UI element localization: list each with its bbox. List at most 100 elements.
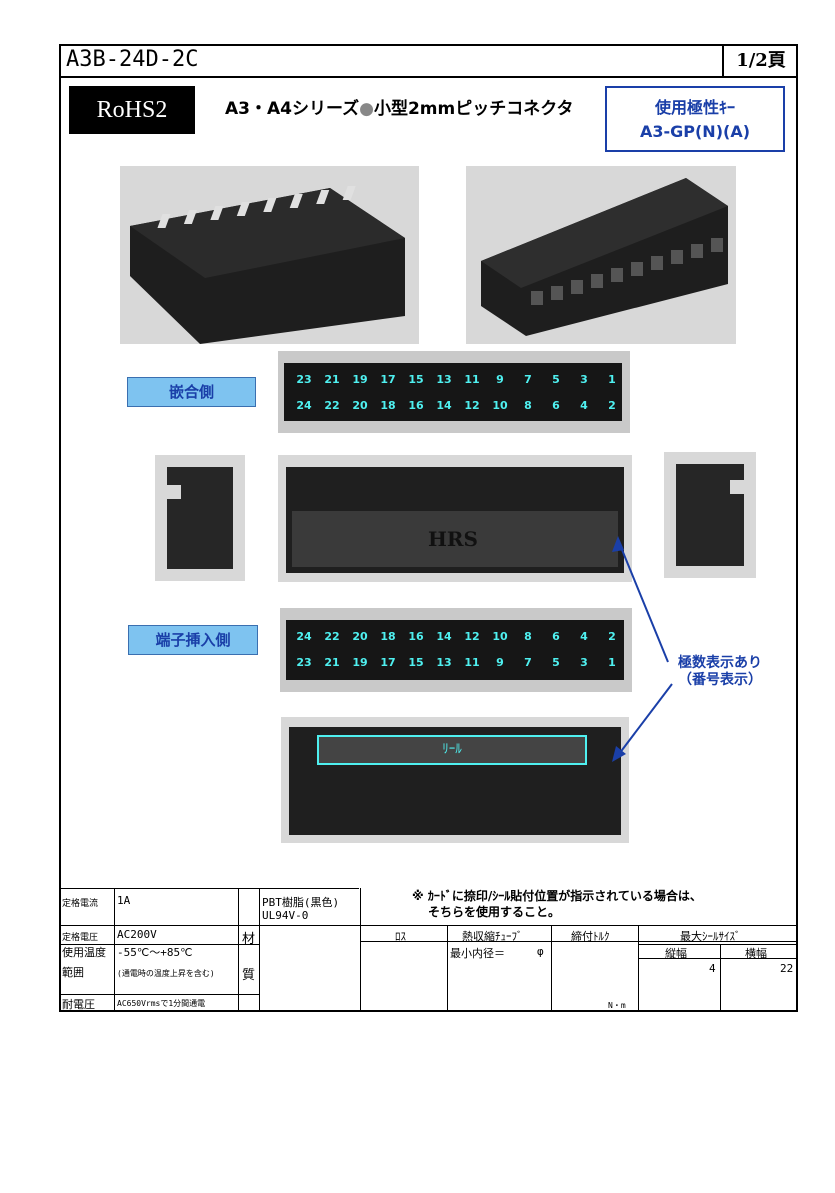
side-view-right-photo bbox=[664, 452, 756, 578]
grid-line bbox=[720, 944, 721, 1010]
tube-header: 熱収縮ﾁｭｰﾌﾞ bbox=[462, 930, 523, 943]
temp-label-2: 範囲 bbox=[62, 966, 84, 979]
polarity-key-label: 使用極性ｷｰ bbox=[654, 98, 735, 117]
drawing-frame bbox=[59, 44, 798, 1012]
pin-number: 13 bbox=[436, 656, 452, 669]
grid-line bbox=[551, 925, 552, 1010]
temp-label-1: 使用温度 bbox=[62, 946, 106, 959]
pin-number: 12 bbox=[464, 399, 480, 412]
pin-number: 24 bbox=[296, 630, 312, 643]
pin-number: 16 bbox=[408, 630, 424, 643]
pin-number: 9 bbox=[496, 656, 504, 669]
pin-number: 6 bbox=[552, 630, 560, 643]
connector-3d-right-image bbox=[481, 178, 728, 336]
pin-number: 20 bbox=[352, 630, 368, 643]
polarity-key-box: 使用極性ｷｰ A3-GP(N)(A) bbox=[605, 86, 785, 152]
polarity-annotation-line1: 極数表示あり bbox=[678, 655, 762, 671]
grid-line bbox=[259, 888, 260, 1010]
pin-number: 21 bbox=[324, 373, 340, 386]
torque-unit: N・m bbox=[608, 1001, 626, 1010]
polarity-annotation-line2: （番号表示） bbox=[678, 672, 762, 688]
pin-number: 1 bbox=[608, 373, 616, 386]
pin-number: 14 bbox=[436, 399, 452, 412]
pin-number: 8 bbox=[524, 630, 532, 643]
pin-number: 4 bbox=[580, 630, 588, 643]
pin-number: 19 bbox=[352, 373, 368, 386]
series-desc: 小型2mmピッチコネクタ bbox=[373, 99, 574, 119]
insert-pins-bottom: 23 21 19 17 15 13 11 9 7 5 3 1 bbox=[290, 656, 626, 669]
series-name: A3・A4シリーズ bbox=[225, 99, 360, 119]
rated-current-value: 1A bbox=[117, 894, 131, 907]
insert-pins-top: 24 22 20 18 16 14 12 10 8 6 4 2 bbox=[290, 630, 626, 643]
grid-line bbox=[238, 888, 239, 1010]
connector-3d-left-image bbox=[130, 186, 405, 344]
tube-min-label: 最小内径＝ bbox=[450, 947, 505, 960]
insertion-side-photo: 24 22 20 18 16 14 12 10 8 6 4 2 23 21 19… bbox=[280, 608, 632, 692]
pin-number: 9 bbox=[496, 373, 504, 386]
sticker-area: ﾘｰﾙ bbox=[317, 735, 587, 765]
insertion-side-label: 端子挿入側 bbox=[128, 625, 258, 655]
title-row bbox=[59, 44, 798, 78]
note-line1: ※ ｶｰﾄﾞに捺印/ｼｰﾙ貼付位置が指示されている場合は、 bbox=[412, 889, 702, 903]
pin-number: 2 bbox=[608, 630, 616, 643]
material-label-2: 質 bbox=[242, 968, 256, 983]
pin-number: 15 bbox=[408, 656, 424, 669]
pin-number: 4 bbox=[580, 399, 588, 412]
pin-number: 14 bbox=[436, 630, 452, 643]
seal-header: 最大ｼｰﾙｻｲｽﾞ bbox=[680, 930, 741, 943]
connector-photo-left bbox=[120, 166, 419, 344]
mating-pins-bottom: 24 22 20 18 16 14 12 10 8 6 4 2 bbox=[290, 399, 626, 412]
arrow-line-upper bbox=[617, 539, 669, 663]
pin-number: 12 bbox=[464, 630, 480, 643]
rohs-badge: RoHS2 bbox=[69, 86, 195, 134]
pin-number: 16 bbox=[408, 399, 424, 412]
hrs-logo: HRS bbox=[428, 527, 478, 551]
pin-number: 6 bbox=[552, 399, 560, 412]
note-line2: そちらを使用すること。 bbox=[428, 905, 561, 919]
pin-number: 8 bbox=[524, 399, 532, 412]
grid-line bbox=[361, 941, 798, 942]
pin-number: 17 bbox=[380, 373, 396, 386]
seal-width-label: 横幅 bbox=[745, 947, 767, 960]
bullet-icon: ● bbox=[359, 99, 374, 119]
grid-line bbox=[59, 944, 259, 945]
seal-width-value: 22 bbox=[780, 962, 794, 975]
withstand-label: 耐電圧 bbox=[62, 998, 95, 1011]
grid-line bbox=[447, 925, 448, 1010]
tube-phi: φ bbox=[537, 945, 544, 958]
pin-number: 18 bbox=[380, 630, 396, 643]
side-view-left-notch bbox=[167, 485, 181, 499]
pin-number: 13 bbox=[436, 373, 452, 386]
arrows-overlay bbox=[612, 536, 673, 762]
pin-number: 21 bbox=[324, 656, 340, 669]
grid-line bbox=[59, 888, 359, 889]
mating-side-photo: 23 21 19 17 15 13 11 9 7 5 3 1 24 22 20 … bbox=[278, 351, 630, 433]
seal-height-label: 縦幅 bbox=[665, 947, 687, 960]
pin-number: 7 bbox=[524, 656, 532, 669]
part-number: A3B-24D-2C bbox=[66, 47, 199, 72]
polarity-key-part: A3-GP(N)(A) bbox=[639, 122, 751, 141]
pin-number: 10 bbox=[492, 630, 508, 643]
pin-number: 7 bbox=[524, 373, 532, 386]
front-view-face bbox=[292, 511, 618, 567]
pin-number: 23 bbox=[296, 373, 312, 386]
series-title: A3・A4シリーズ●小型2mmピッチコネクタ bbox=[225, 94, 574, 119]
insertion-side-body: 24 22 20 18 16 14 12 10 8 6 4 2 23 21 19… bbox=[286, 620, 624, 680]
pin-number: 23 bbox=[296, 656, 312, 669]
withstand-value: AC650Vrmsで1分間通電 bbox=[117, 999, 206, 1008]
material-value-2: UL94V-0 bbox=[262, 909, 309, 922]
arrow-line-lower bbox=[615, 683, 673, 759]
grid-line bbox=[638, 944, 798, 945]
temp-range-value: -55℃～+85℃ bbox=[117, 946, 193, 959]
pin-number: 22 bbox=[324, 630, 340, 643]
grid-line bbox=[360, 888, 361, 1010]
pin-number: 19 bbox=[352, 656, 368, 669]
page-number: 1/2頁 bbox=[722, 44, 798, 78]
pin-number: 18 bbox=[380, 399, 396, 412]
side-view-left-body bbox=[167, 467, 233, 569]
connector-photo-right bbox=[466, 166, 736, 344]
pin-number: 10 bbox=[492, 399, 508, 412]
pin-number: 2 bbox=[608, 399, 616, 412]
pin-number: 15 bbox=[408, 373, 424, 386]
pin-number: 24 bbox=[296, 399, 312, 412]
